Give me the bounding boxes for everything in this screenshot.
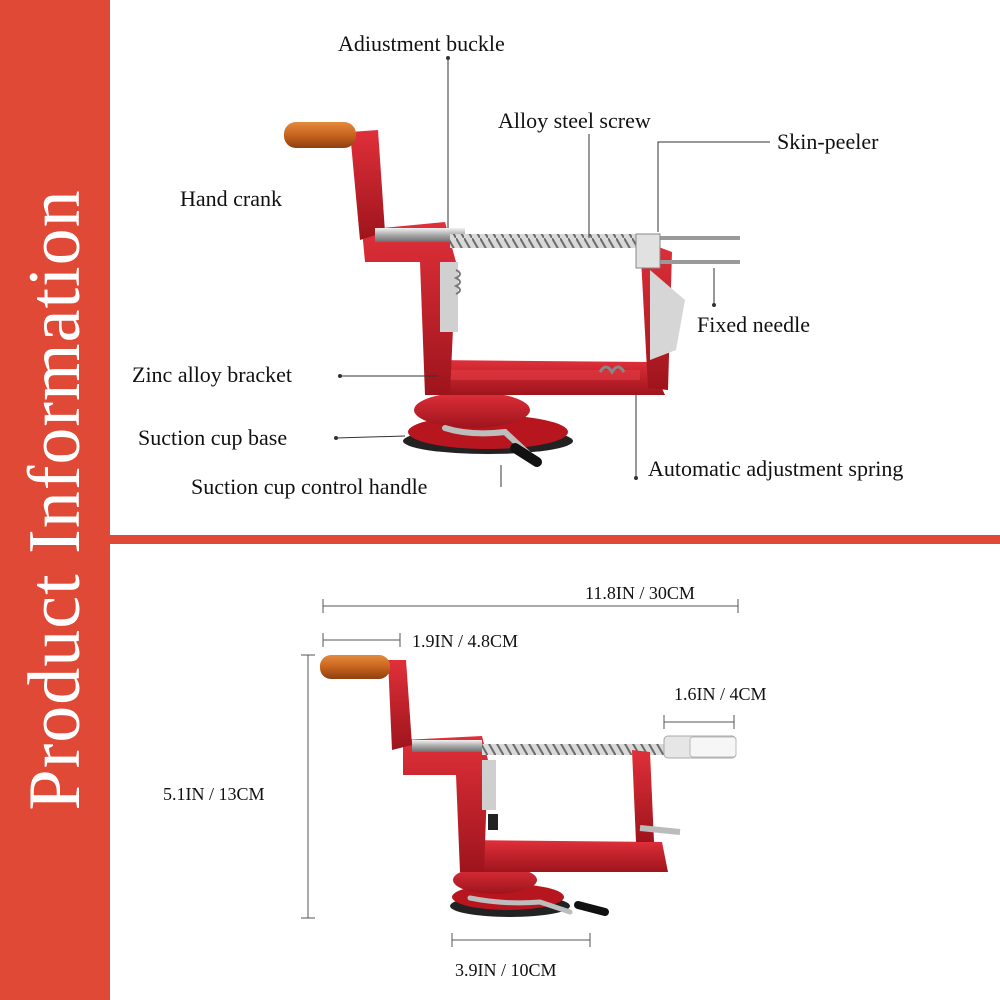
- peeler-top: [284, 122, 740, 467]
- label-hand-crank: Hand crank: [180, 186, 283, 211]
- sidebar-banner: Product Information: [0, 0, 110, 1000]
- section-divider: [110, 535, 1000, 544]
- label-suction-cup-base: Suction cup base: [138, 425, 288, 450]
- label-automatic-adjustment-spring: Automatic adjustment spring: [648, 456, 904, 481]
- label-fixed-needle: Fixed needle: [697, 312, 811, 337]
- dim-line-overall-length: [322, 599, 739, 613]
- dim-line-handle-length: [322, 633, 401, 647]
- leader-suction-cup-base: [335, 435, 406, 439]
- label-alloy-steel-screw: Alloy steel screw: [498, 108, 651, 133]
- peeler-bottom: [320, 655, 737, 917]
- dim-overall-length: 11.8IN / 30CM: [585, 583, 695, 603]
- leader-skin-peeler: [657, 141, 770, 232]
- dim-line-height: [301, 654, 315, 919]
- dimension-lines: [301, 599, 739, 947]
- dim-line-needle-length: [663, 715, 735, 729]
- label-zinc-alloy-bracket: Zinc alloy bracket: [132, 362, 293, 387]
- label-adjustment-buckle: Adiustment buckle: [338, 31, 505, 56]
- dim-base-diameter: 3.9IN / 10CM: [455, 960, 557, 980]
- dim-height: 5.1IN / 13CM: [163, 784, 265, 804]
- label-skin-peeler: Skin-peeler: [777, 129, 879, 154]
- leader-lines-top: [334, 56, 770, 487]
- dim-needle-length: 1.6IN / 4CM: [674, 684, 767, 704]
- label-suction-cup-control-handle: Suction cup control handle: [191, 474, 428, 499]
- dim-handle-length: 1.9IN / 4.8CM: [412, 631, 519, 651]
- dim-line-base-diameter: [451, 933, 591, 947]
